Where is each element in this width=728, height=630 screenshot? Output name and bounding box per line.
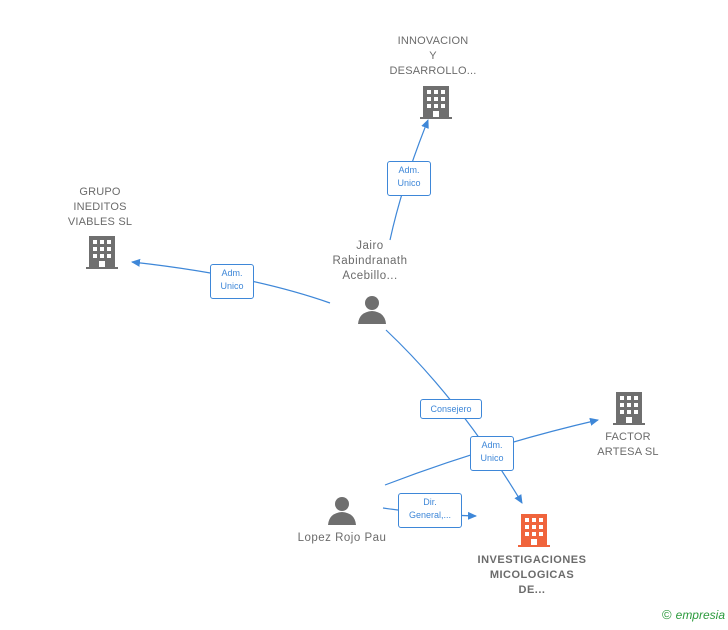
- node-label-line: INEDITOS: [73, 201, 127, 213]
- node-label-line: ARTESA SL: [597, 446, 659, 458]
- edge-label-jairo-investigaciones[interactable]: Consejero: [420, 399, 482, 419]
- node-label-lopez[interactable]: Lopez Rojo Pau: [282, 531, 402, 546]
- node-label-line: MICOLOGICAS: [489, 569, 575, 581]
- person-icon[interactable]: [326, 495, 358, 527]
- node-label-factor[interactable]: FACTOR ARTESA SL: [583, 430, 673, 460]
- edge-label-lopez-investigaciones[interactable]: Dir. General,...: [398, 493, 462, 528]
- node-label-innovacion[interactable]: INNOVACION Y DESARROLLO...: [388, 34, 478, 79]
- edge-label-line: Consejero: [430, 404, 472, 414]
- company-building-icon[interactable]: [86, 234, 118, 270]
- node-label-line: GRUPO: [79, 186, 121, 198]
- node-label-line: Acebillo...: [342, 270, 398, 282]
- node-label-line: DE...: [518, 584, 546, 596]
- company-building-icon[interactable]: [420, 84, 452, 120]
- edge-label-line: Adm.: [221, 268, 243, 278]
- edge-label-line: Adm.: [398, 165, 420, 175]
- node-label-grupo[interactable]: GRUPO INEDITOS VIABLES SL: [55, 185, 145, 230]
- edge-label-line: Unico: [220, 281, 244, 291]
- edge-label-line: Dir.: [423, 497, 437, 507]
- node-label-line: INNOVACION: [397, 35, 469, 47]
- edge-label-lopez-factor[interactable]: Adm. Unico: [470, 436, 514, 471]
- node-label-line: FACTOR: [605, 431, 651, 443]
- brand-logo: ©empresia: [662, 607, 725, 622]
- node-label-line: Y: [429, 50, 437, 62]
- node-label-line: DESARROLLO...: [389, 65, 477, 77]
- main-company-building-icon[interactable]: [518, 512, 550, 548]
- copyright-icon: ©: [662, 607, 672, 622]
- edge-label-line: Adm.: [481, 440, 503, 450]
- node-label-line: VIABLES SL: [67, 216, 133, 228]
- node-label-jairo[interactable]: Jairo Rabindranath Acebillo...: [320, 239, 420, 284]
- edge-label-jairo-grupo[interactable]: Adm. Unico: [210, 264, 254, 299]
- brand-name: empresia: [675, 608, 725, 622]
- edge-label-line: Unico: [480, 453, 504, 463]
- edge-label-line: Unico: [397, 178, 421, 188]
- node-label-line: Lopez Rojo Pau: [297, 532, 387, 544]
- edge-label-line: General,...: [408, 510, 452, 520]
- person-icon[interactable]: [356, 294, 388, 326]
- node-label-line: Rabindranath: [332, 255, 408, 267]
- node-label-line: Jairo: [356, 240, 384, 252]
- edge-label-jairo-innovacion[interactable]: Adm. Unico: [387, 161, 431, 196]
- node-label-line: INVESTIGACIONES: [477, 554, 587, 566]
- node-label-investigaciones[interactable]: INVESTIGACIONES MICOLOGICAS DE...: [467, 553, 597, 598]
- company-building-icon[interactable]: [613, 390, 645, 426]
